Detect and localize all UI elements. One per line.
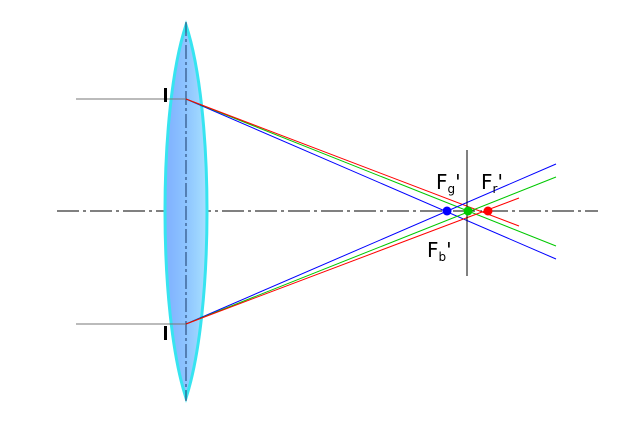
label-green-sub: g — [448, 182, 456, 196]
label-blue-sub: b — [439, 250, 447, 264]
label-red-main: F — [481, 170, 493, 194]
label-red-sub: r — [493, 182, 498, 196]
ray-green-top — [185, 98, 557, 247]
label-red-prime: ' — [497, 170, 503, 194]
ray-blue-bottom — [185, 163, 557, 325]
ray-red-top — [185, 98, 520, 227]
ray-green-bottom — [185, 176, 557, 325]
label-blue-main: F — [427, 238, 439, 262]
focus-point-blue — [442, 206, 452, 216]
label-blue-focus: Fb' — [427, 238, 452, 264]
ray-red-bottom — [185, 197, 520, 325]
aperture-stop-top — [164, 88, 167, 102]
label-blue-prime: ' — [446, 238, 452, 262]
focus-point-green — [463, 206, 473, 216]
label-green-main: F — [436, 170, 448, 194]
label-green-focus: Fg' — [436, 170, 461, 196]
focus-point-red — [483, 206, 493, 216]
ray-blue-top — [185, 98, 557, 260]
label-red-focus: Fr' — [481, 170, 503, 196]
aperture-stop-bottom — [164, 326, 167, 340]
label-green-prime: ' — [455, 170, 461, 194]
